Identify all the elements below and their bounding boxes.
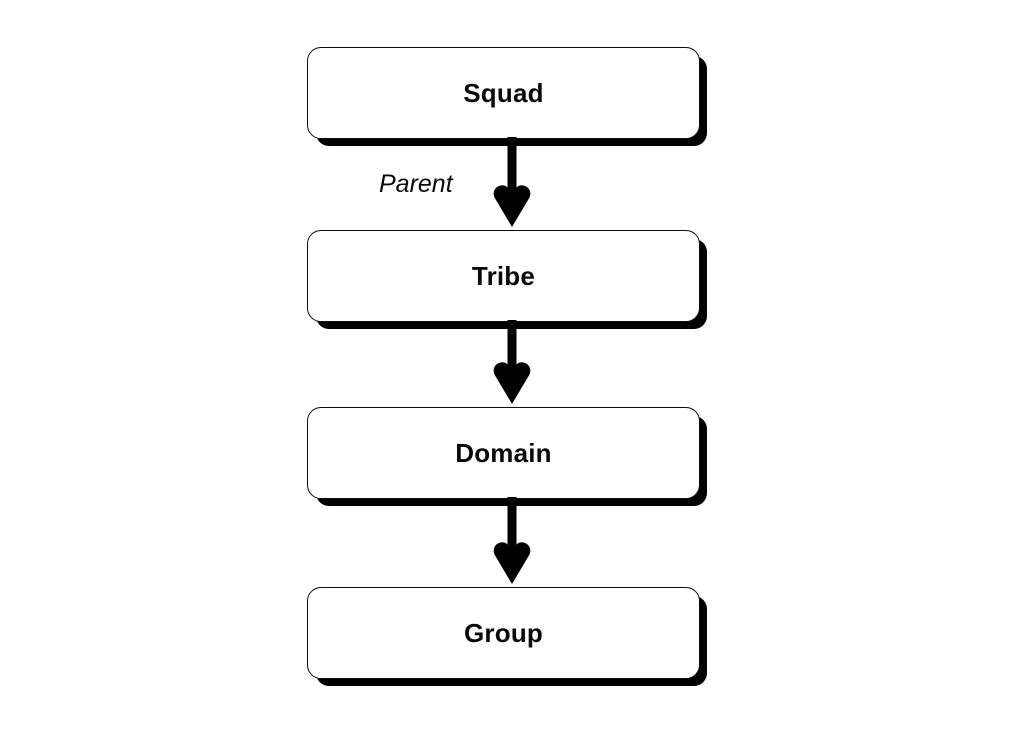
node-squad-label: Squad	[463, 78, 544, 108]
node-domain-label: Domain	[455, 438, 552, 468]
node-group[interactable]: Group	[307, 587, 700, 679]
node-squad[interactable]: Squad	[307, 47, 700, 139]
arrow-domain-to-group-icon	[493, 497, 531, 584]
node-tribe[interactable]: Tribe	[307, 230, 700, 322]
arrow-squad-to-tribe-icon	[493, 137, 531, 227]
node-tribe-label: Tribe	[471, 261, 536, 291]
edge-label-parent: Parent	[379, 170, 453, 198]
node-group-label: Group	[464, 618, 543, 648]
edge-tribe-to-domain[interactable]	[493, 320, 531, 410]
node-domain[interactable]: Domain	[307, 407, 700, 499]
edge-domain-to-group[interactable]	[493, 497, 531, 590]
arrow-tribe-to-domain-icon	[493, 320, 531, 404]
edge-squad-to-tribe[interactable]	[493, 137, 531, 233]
